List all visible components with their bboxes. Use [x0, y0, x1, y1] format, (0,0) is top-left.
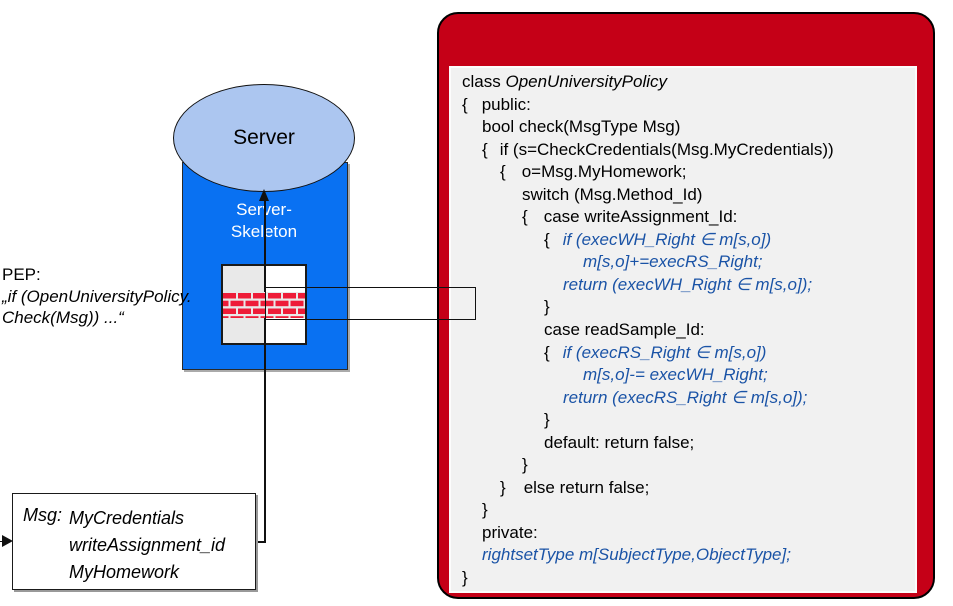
code-line: case readSample_Id:	[451, 319, 915, 342]
code-segment: default: return false;	[544, 432, 695, 452]
pdp-panel: PDP: CORBA Policy Object (Outline) class…	[437, 12, 935, 599]
code-segment: {	[500, 162, 506, 182]
line-to-msg-box-jog	[256, 541, 266, 543]
server-label: Server	[233, 126, 295, 149]
code-line: { public:	[451, 94, 915, 117]
code-segment: {	[544, 229, 550, 249]
code-segment: }	[544, 410, 550, 430]
code-line: } else return false;	[451, 477, 915, 500]
code-line: }	[451, 499, 915, 522]
code-line: return (execRS_Right ∈ m[s,o]);	[451, 387, 915, 410]
code-segment: rightsetType m[SubjectType,ObjectType];	[482, 545, 791, 565]
code-segment: return (execWH_Right ∈ m[s,o]);	[563, 274, 813, 294]
code-segment: m[s,o]+=execRS_Right;	[583, 252, 763, 272]
code-segment: {	[522, 207, 528, 227]
msg-line: MyCredentials	[69, 508, 185, 528]
code-line: class OpenUniversityPolicy	[451, 71, 915, 94]
line-to-msg-box	[264, 318, 266, 542]
code-segment: if (execWH_Right ∈ m[s,o])	[562, 229, 772, 249]
incoming-msg-arrow-icon	[2, 535, 13, 547]
pep-annotation: PEP: „if (OpenUniversityPolicy. Check(Ms…	[2, 264, 192, 329]
code-segment: {	[544, 342, 550, 362]
code-segment: }	[500, 477, 506, 497]
code-line: return (execWH_Right ∈ m[s,o]);	[451, 274, 915, 297]
arrow-up-icon	[259, 189, 269, 201]
code-segment: case readSample_Id:	[544, 320, 705, 340]
code-segment: }	[462, 568, 468, 588]
code-segment: return (execRS_Right ∈ m[s,o]);	[563, 387, 808, 407]
pep-quote-line2: Check(Msg)) ...“	[2, 308, 124, 327]
code-line: }	[451, 296, 915, 319]
code-line: }	[451, 454, 915, 477]
code-line: private:	[451, 522, 915, 545]
code-segment: OpenUniversityPolicy	[505, 72, 668, 91]
code-segment: public:	[481, 94, 531, 114]
code-line: }	[451, 409, 915, 432]
code-line: bool check(MsgType Msg)	[451, 116, 915, 139]
code-line: }	[451, 567, 915, 590]
code-segment: class	[462, 72, 506, 91]
arrow-line-to-server	[264, 200, 266, 292]
policy-code-panel: class OpenUniversityPolicy{public:bool c…	[449, 66, 917, 593]
code-line: switch (Msg.Method_Id)	[451, 184, 915, 207]
msg-lines: MyCredentials writeAssignment_id MyHomew…	[69, 505, 225, 589]
code-segment: private:	[482, 522, 538, 542]
code-line: rightsetType m[SubjectType,ObjectType];	[451, 544, 915, 567]
code-segment: }	[482, 500, 488, 520]
code-segment: }	[544, 297, 550, 317]
code-line: { if (execRS_Right ∈ m[s,o])	[451, 342, 915, 365]
server-skeleton-label: Server- Skeleton	[182, 199, 346, 243]
msg-line: MyHomework	[69, 562, 180, 582]
code-line: m[s,o]-= execWH_Right;	[451, 364, 915, 387]
msg-line: writeAssignment_id	[69, 535, 226, 555]
code-segment: else return false;	[523, 477, 650, 497]
code-segment: bool check(MsgType Msg)	[482, 117, 681, 137]
code-segment: if (s=CheckCredentials(Msg.MyCredentials…	[499, 139, 834, 159]
code-segment: switch (Msg.Method_Id)	[522, 184, 703, 204]
pep-label: PEP:	[2, 265, 41, 284]
code-segment: case writeAssignment_Id:	[543, 207, 738, 227]
server-skeleton-label-line1: Server-	[182, 199, 346, 221]
code-segment: m[s,o]-= execWH_Right;	[583, 365, 768, 385]
callout-connector-rect	[265, 287, 476, 320]
server-skeleton-label-line2: Skeleton	[182, 221, 346, 243]
pep-quote-line1: „if (OpenUniversityPolicy.	[2, 286, 192, 306]
code-segment: {	[482, 139, 488, 159]
code-segment: if (execRS_Right ∈ m[s,o])	[562, 342, 767, 362]
code-line: default: return false;	[451, 432, 915, 455]
code-line: { case writeAssignment_Id:	[451, 206, 915, 229]
firewall-bricks-icon	[223, 292, 305, 318]
code-line: { o=Msg.MyHomework;	[451, 161, 915, 184]
code-segment: {	[462, 94, 468, 114]
code-segment: }	[522, 455, 528, 475]
code-line: { if (execWH_Right ∈ m[s,o])	[451, 229, 915, 252]
msg-prefix: Msg:	[23, 505, 63, 525]
code-segment: o=Msg.MyHomework;	[521, 162, 687, 182]
server-ellipse: Server	[173, 84, 355, 192]
msg-box: Msg: MyCredentials writeAssignment_id My…	[12, 493, 256, 590]
firewall-brick-pattern	[223, 292, 305, 318]
code-line: { if (s=CheckCredentials(Msg.MyCredential…	[451, 139, 915, 162]
pep-interceptor-box	[221, 264, 307, 345]
code-line: m[s,o]+=execRS_Right;	[451, 251, 915, 274]
